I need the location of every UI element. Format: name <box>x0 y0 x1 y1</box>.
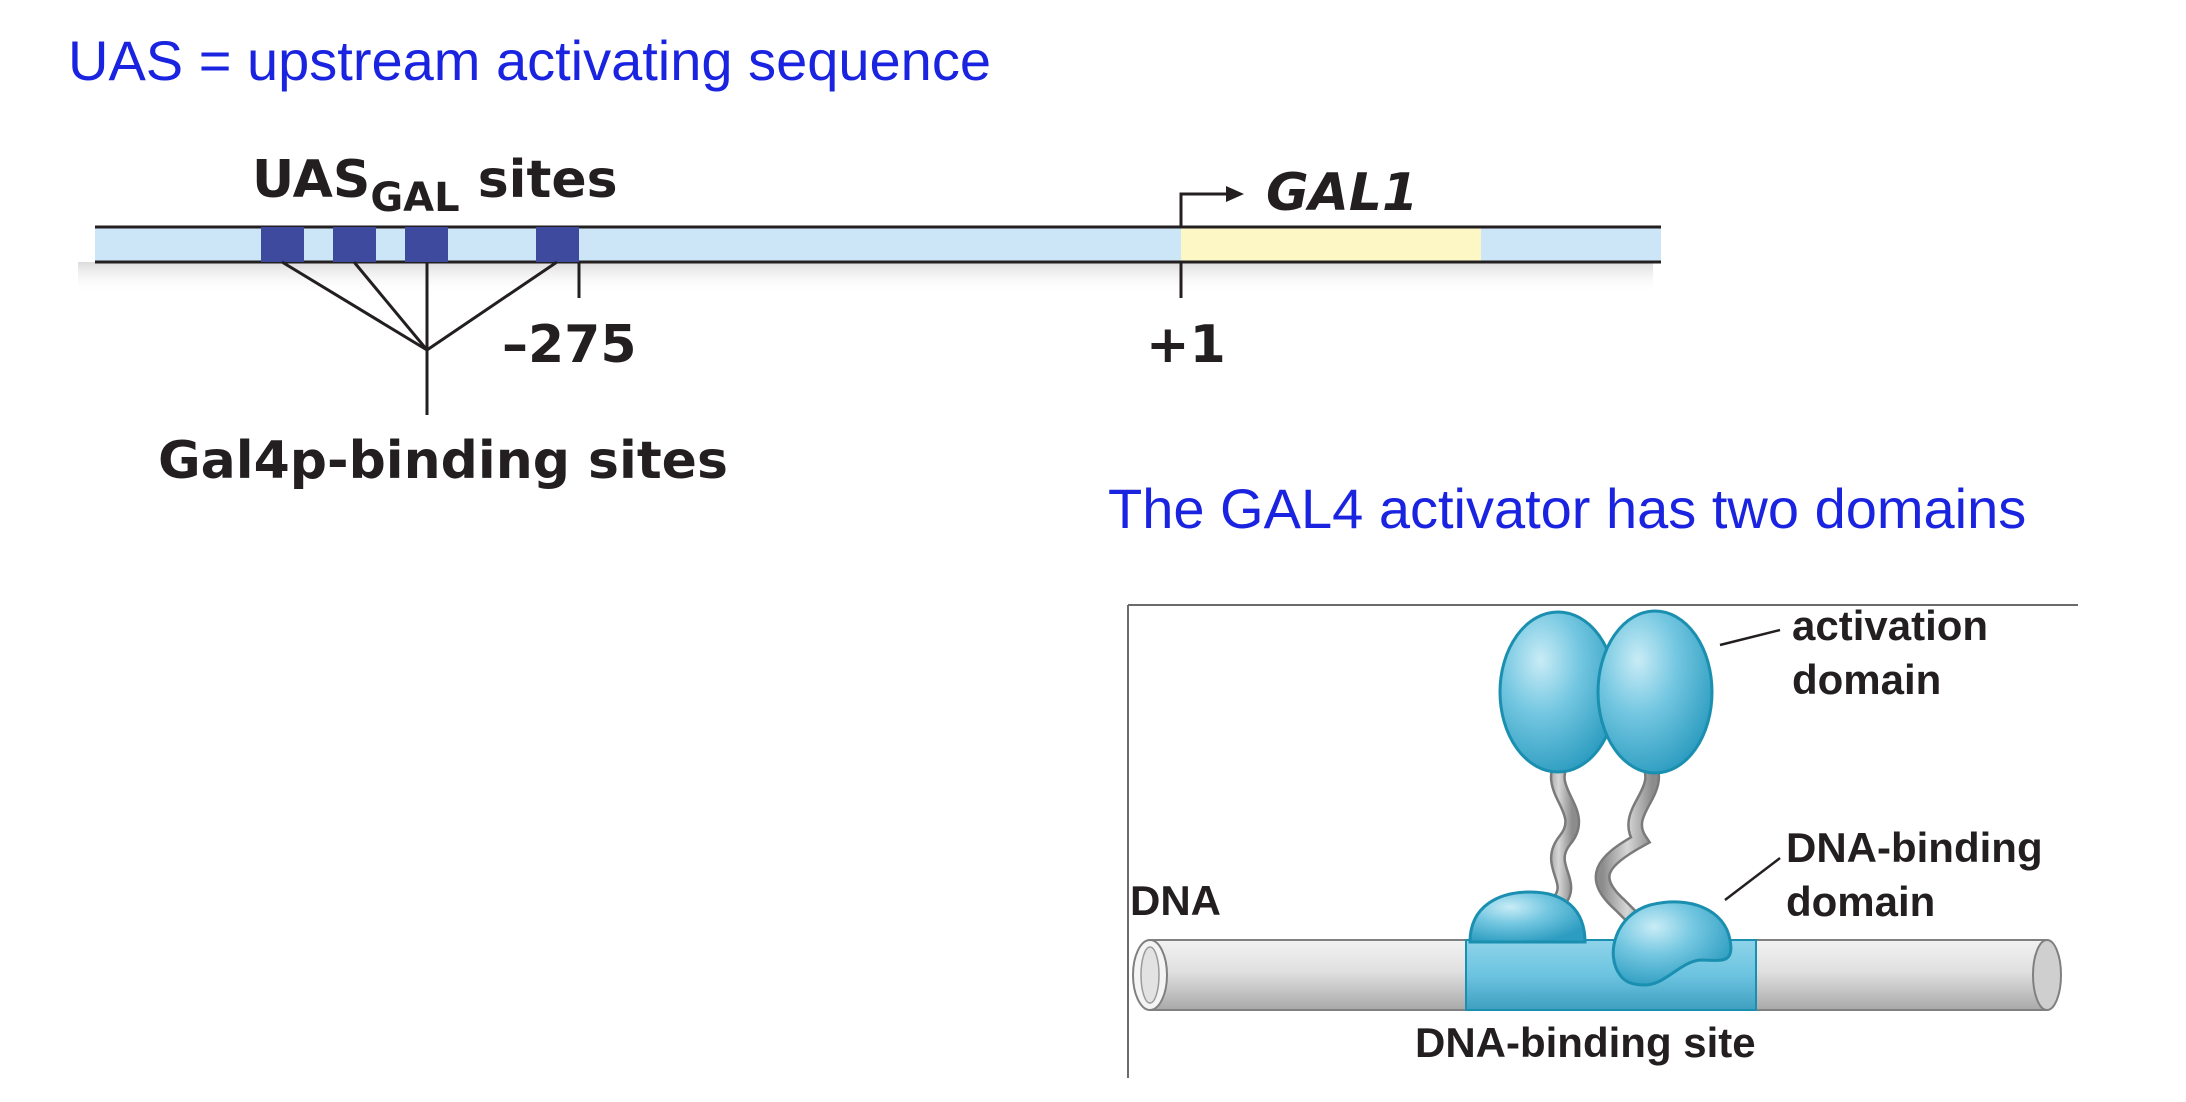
binding-sites-label: Gal4p-binding sites <box>158 431 728 491</box>
binding-site-label: DNA-binding site <box>1415 1019 1756 1066</box>
position-start-label: +1 <box>1146 315 1226 375</box>
uas-label: UASGAL sites <box>252 150 618 221</box>
dna-label: DNA <box>1130 877 1221 924</box>
dna-binding-domain-left <box>1468 890 1587 944</box>
gene-region <box>1181 227 1481 262</box>
activation-domain-right <box>1596 609 1714 775</box>
activation-domain-label-line2: domain <box>1792 656 1941 703</box>
gene-label: GAL1 <box>1266 163 1418 223</box>
arrow-head-icon <box>1226 186 1244 202</box>
dna-binding-domain-right <box>1611 900 1733 987</box>
linker-regions <box>1537 750 1660 933</box>
dna-binding-domain-label-line1: DNA-binding <box>1786 824 2043 871</box>
dna-binding-domain-label-line2: domain <box>1786 878 1935 925</box>
promoter-diagram: UASGAL sites –275 +1 GAL1 Gal4p-binding … <box>78 150 1661 491</box>
transcription-start-arrow <box>1179 192 1230 227</box>
uas-box <box>536 227 579 262</box>
activation-leader-line <box>1719 628 1781 647</box>
uas-box <box>333 227 376 262</box>
activation-domain-label-line1: activation <box>1792 602 1988 649</box>
dna-binding-leader-line <box>1724 857 1781 901</box>
slide-title-gal4: The GAL4 activator has two domains <box>1108 477 2027 540</box>
gal4-diagram: activation domain DNA-binding domain DNA… <box>1127 602 2078 1078</box>
binding-site-connectors <box>281 260 558 415</box>
uas-box <box>261 227 304 262</box>
strand-shadow <box>78 262 1653 294</box>
position-upstream-label: –275 <box>502 315 637 375</box>
uas-box <box>405 227 448 262</box>
slide-title-uas: UAS = upstream activating sequence <box>68 29 991 92</box>
